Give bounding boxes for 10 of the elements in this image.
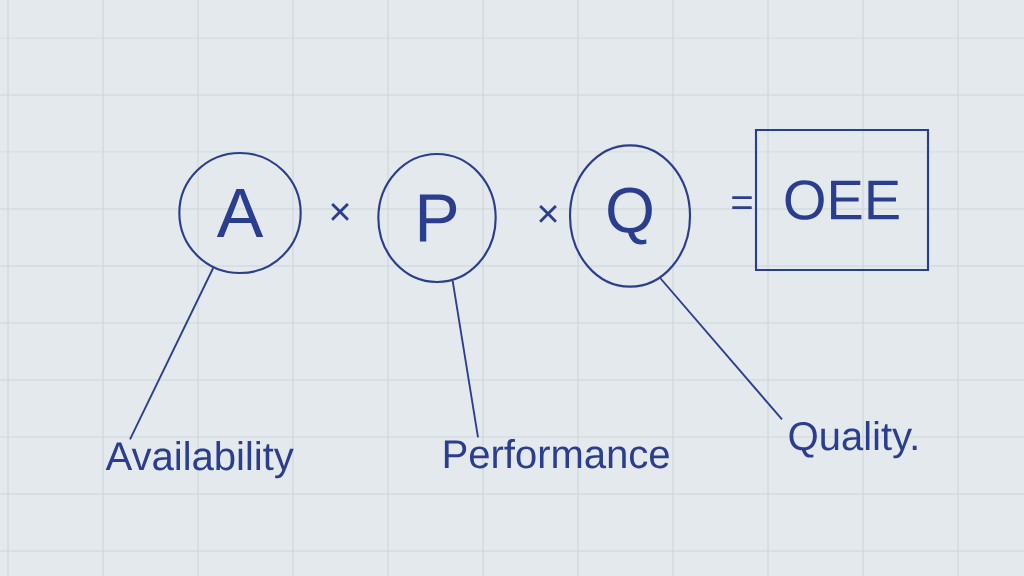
leader-line [451, 279, 479, 439]
leader-line [659, 277, 783, 421]
operator-sign: × [539, 204, 557, 223]
term-label: Performance [444, 439, 669, 469]
operator-sign: × [331, 202, 349, 221]
result-box: OEE [754, 128, 930, 272]
leader-line [129, 267, 215, 441]
term-label: Quality. [789, 421, 917, 459]
operator-sign: = [732, 196, 752, 210]
term-label: Availability [105, 441, 294, 479]
